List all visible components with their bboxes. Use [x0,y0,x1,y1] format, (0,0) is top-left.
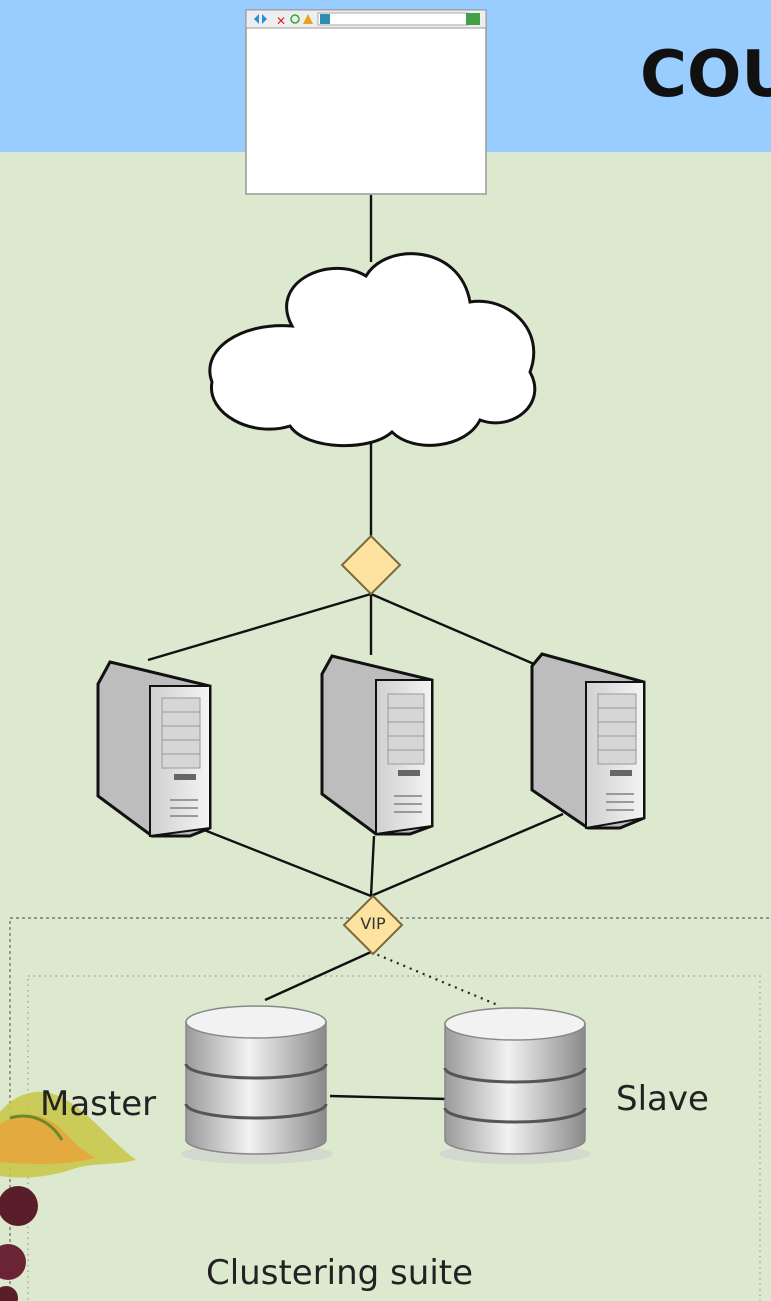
vip-diamond-icon [342,894,404,956]
svg-text:✕: ✕ [276,14,286,28]
master-label: Master [40,1084,157,1124]
server-icon [320,654,434,836]
connector-lines [147,195,564,1101]
replication-link [370,950,501,1008]
cluster-label: Clustering suite [206,1253,474,1293]
load-balancer-icon [340,534,402,596]
slave-label: Slave [616,1079,709,1119]
cluster-inner-box [27,975,761,1301]
vip-label: VIP [360,914,386,933]
server-icon [96,660,212,838]
decorative-plant-image [0,1091,136,1301]
server-icon [530,652,646,830]
page-title: COU [640,38,771,112]
browser-window-icon: ✕ [245,9,487,195]
database-icon [181,1005,333,1164]
cloud-icon [208,252,537,448]
database-icon [439,1007,591,1164]
